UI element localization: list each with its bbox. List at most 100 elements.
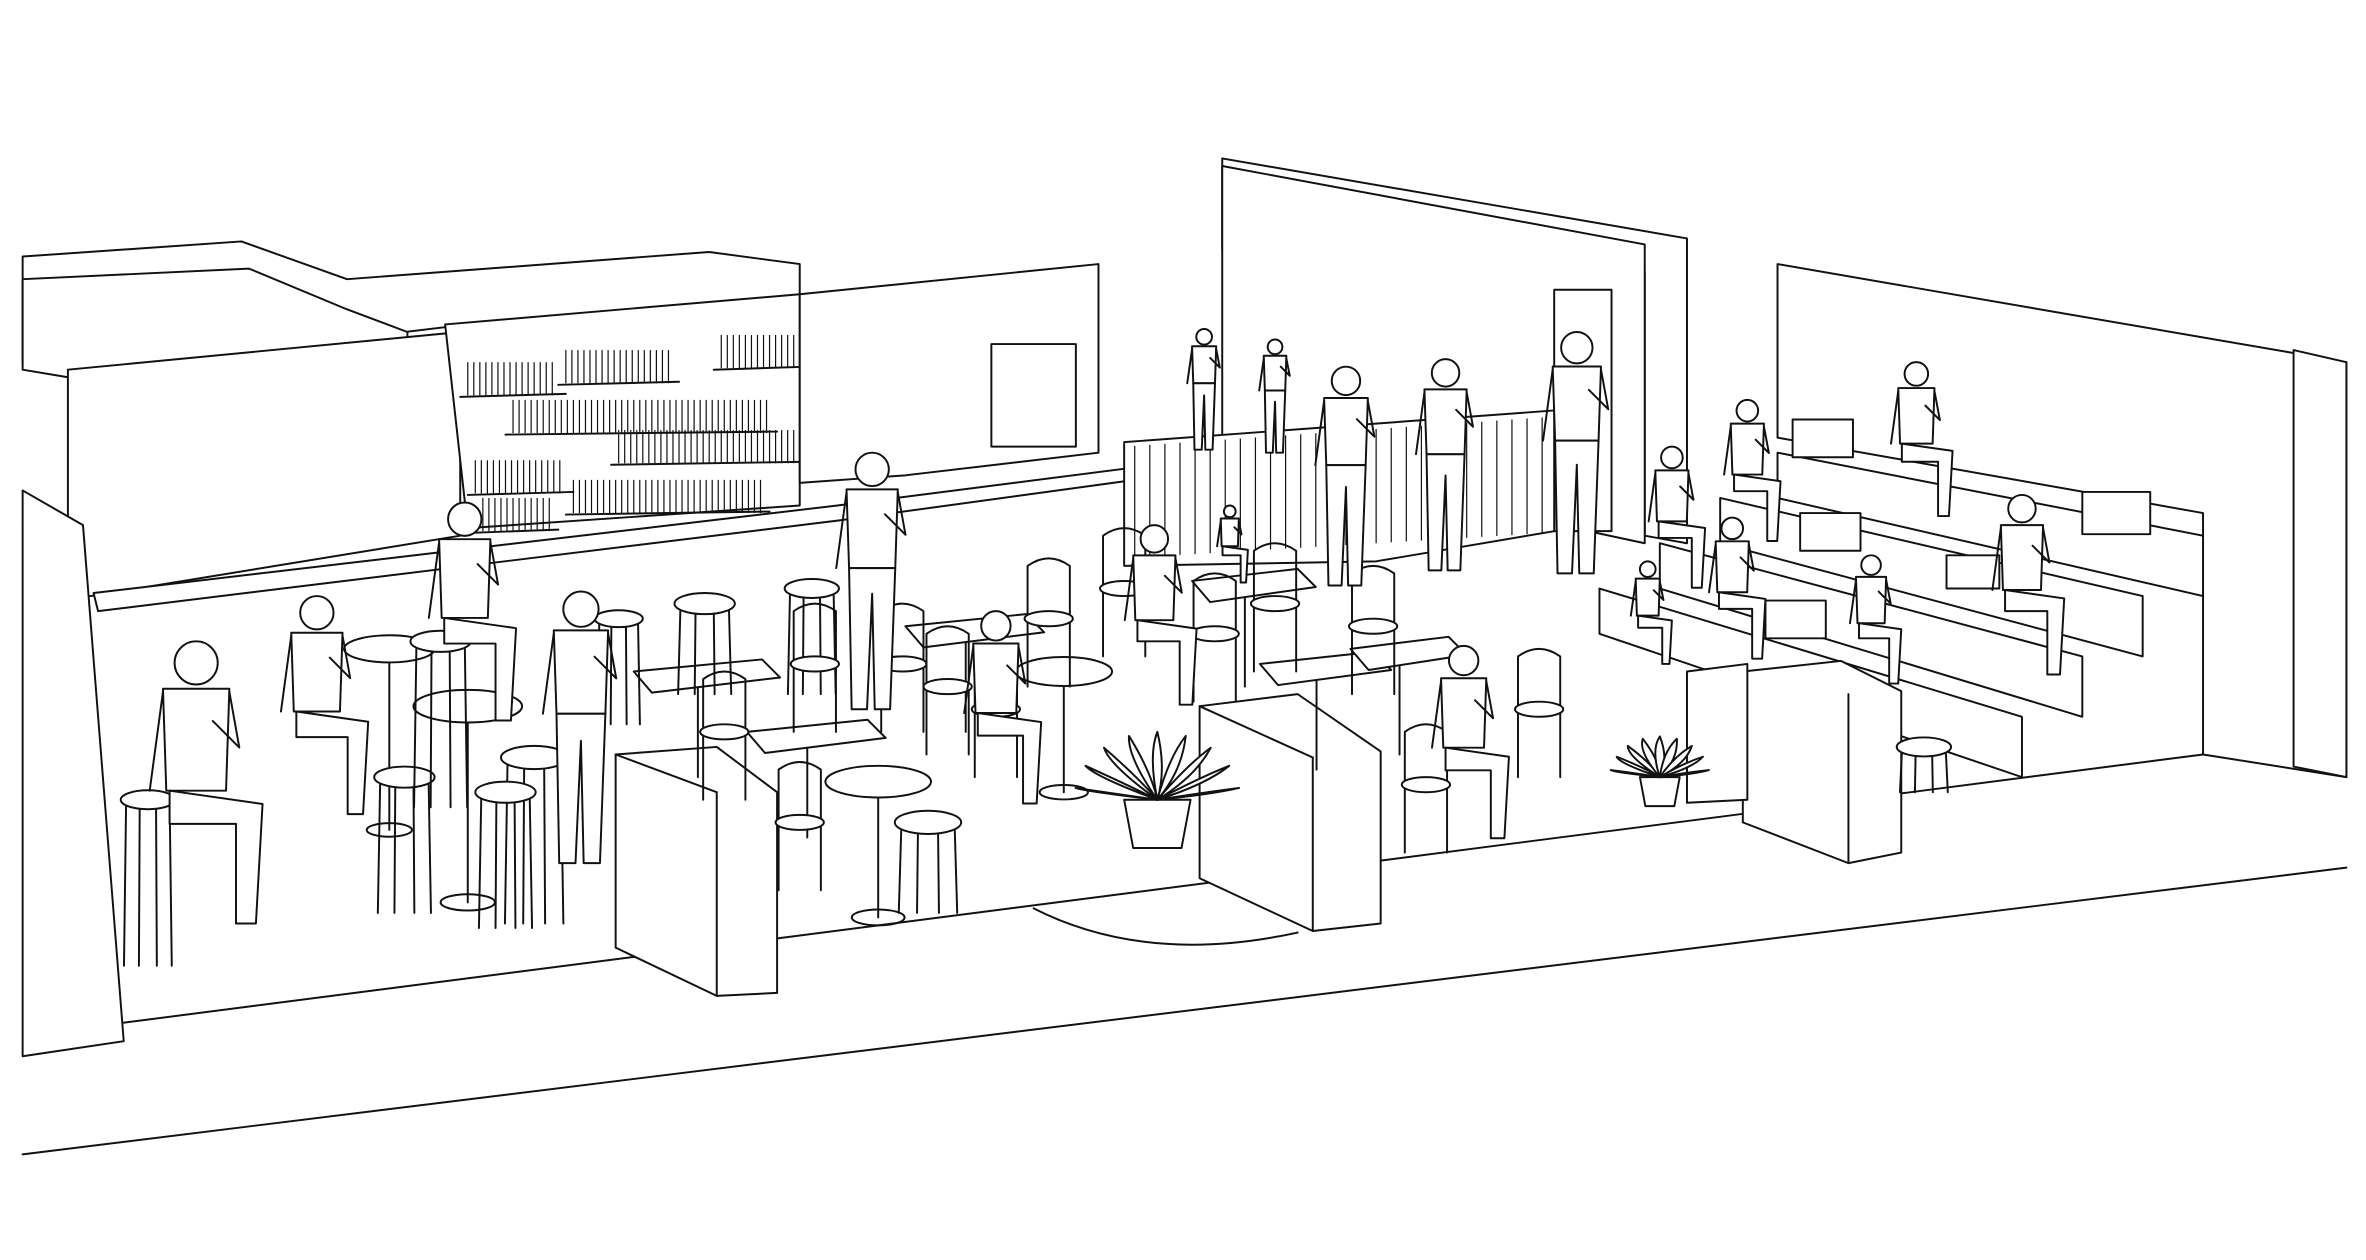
- person-head: [299, 595, 335, 631]
- person: [963, 610, 1043, 805]
- person-torso: [1262, 354, 1288, 392]
- person-legs: [443, 616, 518, 722]
- person: [1647, 445, 1707, 589]
- person: [427, 501, 518, 722]
- person-arms: [148, 690, 241, 792]
- person: [1123, 524, 1198, 706]
- chair: [1249, 542, 1301, 673]
- person: [279, 595, 370, 816]
- person-torso: [290, 631, 344, 713]
- box-seat: [1945, 554, 2001, 590]
- person-head: [1222, 504, 1237, 519]
- person-arms: [1708, 543, 1755, 594]
- person-head: [173, 640, 219, 686]
- plant-leaf: [1156, 734, 1187, 801]
- counter-block-left: [614, 745, 779, 997]
- plant-pot: [1123, 798, 1192, 850]
- stool-leg: [953, 821, 959, 914]
- person-arms: [541, 632, 618, 715]
- person-legs: [1733, 473, 1782, 542]
- person-arms: [1991, 527, 2051, 591]
- person-torso: [1634, 577, 1661, 617]
- book-row: [504, 399, 779, 436]
- table-base: [365, 822, 413, 838]
- bar-stool: [673, 592, 736, 696]
- shelf: [504, 430, 779, 436]
- plant-leaf: [1658, 755, 1704, 779]
- shelf: [557, 380, 680, 386]
- person: [1542, 331, 1610, 575]
- book-row: [459, 362, 567, 398]
- chair-seat: [1513, 700, 1565, 718]
- left-side-wall: [21, 489, 125, 1058]
- stool-leg: [936, 821, 940, 914]
- chair-seat: [699, 723, 750, 741]
- stool-leg: [528, 791, 534, 929]
- person-legs: [1192, 382, 1216, 451]
- person: [148, 640, 264, 925]
- book-row: [557, 350, 680, 386]
- person-legs: [168, 789, 264, 925]
- stool-leg: [693, 602, 697, 696]
- stool-leg: [609, 617, 613, 726]
- person-head: [1266, 338, 1284, 356]
- person-torso: [1423, 388, 1468, 456]
- plant-leaf: [1609, 769, 1661, 779]
- chair: [1023, 557, 1074, 688]
- plant-leaf: [1127, 734, 1159, 801]
- stool-leg: [916, 821, 920, 914]
- person-head: [1447, 644, 1480, 677]
- chair-seat: [922, 678, 973, 696]
- table-base: [1038, 783, 1089, 801]
- floor-arc: [1032, 907, 1299, 946]
- counter-edge: [1198, 705, 1314, 759]
- person-legs: [1657, 520, 1707, 589]
- person-arms: [279, 634, 352, 713]
- plant-pot: [1638, 776, 1681, 808]
- person-head: [1139, 524, 1170, 554]
- person-torso: [1440, 677, 1488, 749]
- person: [1430, 644, 1510, 840]
- person-torso: [845, 488, 899, 570]
- person: [1186, 327, 1221, 451]
- chair-frame: [702, 670, 747, 801]
- stool-leg: [122, 798, 128, 967]
- people: [148, 327, 2066, 925]
- chair-frame: [1252, 542, 1298, 673]
- person-torso: [1714, 540, 1750, 594]
- stool-seat: [783, 578, 840, 599]
- stool-leg: [393, 776, 397, 914]
- square-table: [1258, 650, 1393, 771]
- book-row: [466, 460, 575, 496]
- person: [1629, 560, 1673, 665]
- chair-frame: [777, 761, 822, 892]
- person-torso: [1132, 554, 1177, 622]
- person-head: [1903, 361, 1930, 387]
- person-arms: [963, 645, 1027, 714]
- person-head: [1860, 554, 1882, 576]
- stool-leg: [1944, 745, 1949, 794]
- table-top: [824, 764, 932, 799]
- stool-leg: [155, 798, 158, 967]
- book-row: [712, 335, 809, 371]
- shelf: [474, 528, 560, 534]
- person-head: [562, 590, 600, 628]
- chair: [789, 602, 840, 733]
- person-legs: [555, 712, 607, 865]
- person-torso: [1729, 422, 1765, 476]
- stool-seat: [373, 765, 436, 789]
- plant-leaf: [1151, 730, 1163, 801]
- chair: [1348, 564, 1399, 696]
- person-arms: [1647, 472, 1695, 523]
- person-torso: [1654, 469, 1690, 523]
- person-arms: [1314, 400, 1376, 467]
- person-head: [1330, 365, 1362, 397]
- person: [1890, 361, 1954, 518]
- chair-frame: [792, 602, 837, 733]
- stool-seat: [1895, 736, 1953, 758]
- person-legs: [848, 567, 897, 711]
- person-head: [1638, 560, 1657, 579]
- small-cabinet: [1686, 662, 1749, 804]
- stool-leg: [448, 640, 452, 809]
